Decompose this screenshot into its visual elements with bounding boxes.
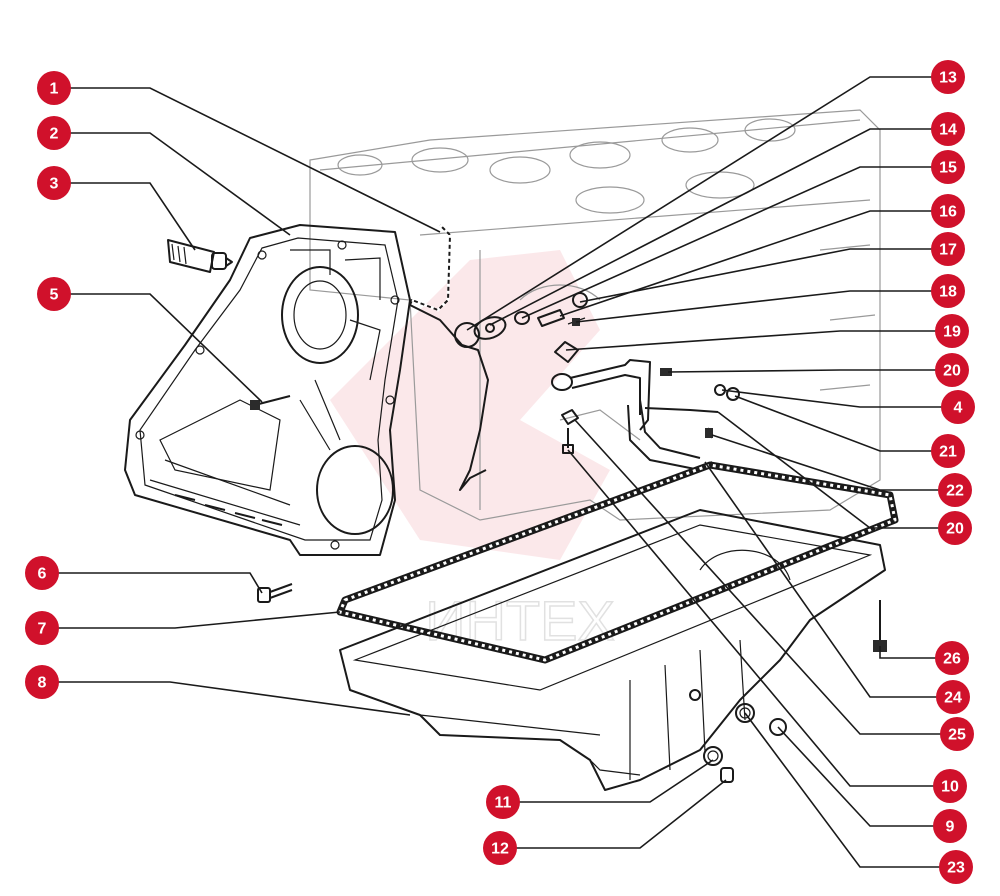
- callout-circle: [37, 277, 71, 311]
- callout-circle: [940, 717, 974, 751]
- callout-label: 6: [38, 566, 47, 583]
- callout-label: 21: [939, 444, 957, 461]
- callout-circle: [935, 641, 969, 675]
- callout-circle: [941, 390, 975, 424]
- callout-circle: [25, 665, 59, 699]
- callout-8: 8: [25, 665, 59, 699]
- callout-circle: [25, 611, 59, 645]
- callout-26: 26: [935, 641, 969, 675]
- callout-label: 25: [948, 727, 966, 744]
- callout-circle: [939, 850, 973, 884]
- callout-circle: [933, 769, 967, 803]
- callout-circle: [37, 71, 71, 105]
- callout-label: 12: [491, 841, 509, 858]
- callout-11: 11: [486, 785, 520, 819]
- callout-circle: [37, 166, 71, 200]
- callout-label: 7: [38, 621, 47, 638]
- callout-23: 23: [939, 850, 973, 884]
- callout-circle: [37, 116, 71, 150]
- callout-circle: [938, 511, 972, 545]
- callout-22: 22: [938, 473, 972, 507]
- callout-20a: 20: [935, 353, 969, 387]
- callout-circle: [938, 473, 972, 507]
- callout-10: 10: [933, 769, 967, 803]
- callout-label: 17: [939, 242, 957, 259]
- callout-label: 18: [939, 284, 957, 301]
- callout-label: 3: [50, 176, 59, 193]
- callout-label: 16: [939, 204, 957, 221]
- callout-label: 23: [947, 860, 965, 877]
- callout-circle: [931, 60, 965, 94]
- leader-lines: [42, 76, 958, 868]
- callout-19: 19: [935, 314, 969, 348]
- callout-label: 14: [939, 122, 957, 139]
- timing-cover: [124, 224, 411, 556]
- callout-label: 11: [495, 795, 512, 812]
- callout-label: 4: [954, 400, 963, 417]
- callout-16: 16: [931, 194, 965, 228]
- front-gasket: [409, 223, 489, 491]
- callout-2: 2: [37, 116, 71, 150]
- callout-circle: [931, 194, 965, 228]
- callout-9: 9: [933, 809, 967, 843]
- callout-circle: [931, 150, 965, 184]
- callout-circle: [931, 274, 965, 308]
- callout-label: 2: [50, 126, 59, 143]
- callout-badges: 1235678111213141516171819204212220262425…: [25, 60, 975, 884]
- callout-label: 1: [50, 81, 59, 98]
- callout-label: 8: [38, 675, 47, 692]
- callout-17: 17: [931, 232, 965, 266]
- callout-7: 7: [25, 611, 59, 645]
- callout-15: 15: [931, 150, 965, 184]
- callout-24: 24: [936, 680, 970, 714]
- callout-label: 24: [944, 690, 962, 707]
- bolt-5: [250, 395, 291, 410]
- callout-circle: [486, 785, 520, 819]
- callout-circle: [25, 556, 59, 590]
- callout-circle: [931, 112, 965, 146]
- callout-label: 13: [939, 70, 957, 87]
- callout-circle: [931, 232, 965, 266]
- callout-circle: [936, 680, 970, 714]
- callout-14: 14: [931, 112, 965, 146]
- callout-circle: [933, 809, 967, 843]
- callout-label: 15: [939, 160, 957, 177]
- callout-circle: [935, 353, 969, 387]
- callout-label: 9: [946, 819, 955, 836]
- callout-25: 25: [940, 717, 974, 751]
- callout-circle: [935, 314, 969, 348]
- callout-label: 22: [946, 483, 964, 500]
- callout-label: 26: [943, 651, 961, 668]
- sealant-tube: [167, 239, 233, 273]
- callout-label: 5: [50, 287, 59, 304]
- callout-1: 1: [37, 71, 71, 105]
- callout-label: 20: [943, 363, 961, 380]
- callout-label: 10: [941, 779, 959, 796]
- bolt-26: [873, 600, 887, 652]
- callout-label: 19: [943, 324, 961, 341]
- callout-21: 21: [931, 434, 965, 468]
- callout-label: 20: [946, 521, 964, 538]
- callout-3: 3: [37, 166, 71, 200]
- oil-pickup-pipe: [551, 341, 740, 471]
- callout-12: 12: [483, 831, 517, 865]
- bolt-6: [257, 583, 293, 603]
- callout-20b: 20: [938, 511, 972, 545]
- callout-circle: [483, 831, 517, 865]
- callout-4: 4: [941, 390, 975, 424]
- callout-18: 18: [931, 274, 965, 308]
- callout-5: 5: [37, 277, 71, 311]
- callout-6: 6: [25, 556, 59, 590]
- callout-circle: [931, 434, 965, 468]
- callout-13: 13: [931, 60, 965, 94]
- oil-sump-pan: [339, 509, 886, 791]
